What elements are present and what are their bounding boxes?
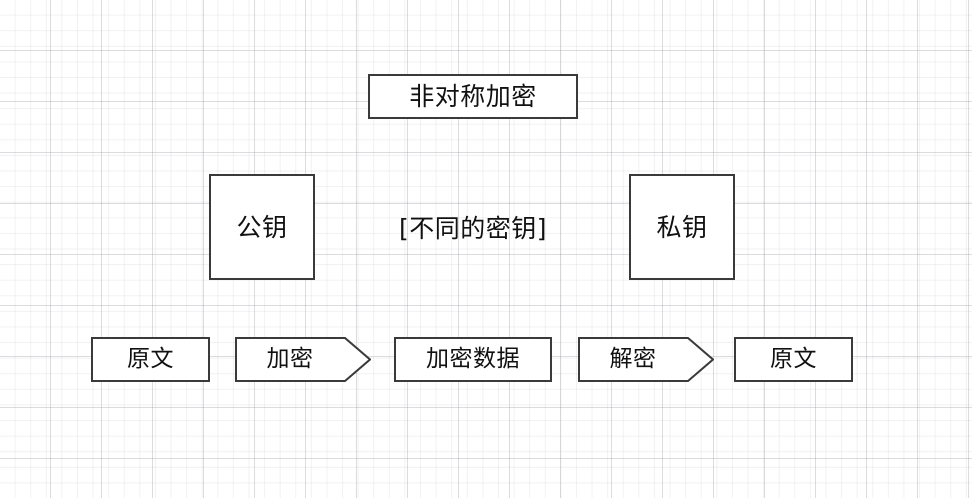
node-encrypt-label-wrap: 加密 — [235, 337, 371, 382]
encrypt-chevron-icon — [235, 337, 371, 382]
different-keys-text: [不同的密钥] — [398, 213, 547, 243]
node-encrypt-label: 加密 — [266, 346, 314, 372]
decrypt-chevron-icon — [578, 337, 714, 382]
node-encrypted-data-label: 加密数据 — [426, 346, 520, 372]
node-encrypt-arrow[interactable]: 加密 — [235, 337, 371, 382]
node-plaintext-input-label: 原文 — [127, 346, 174, 372]
node-plaintext-input[interactable]: 原文 — [91, 337, 210, 382]
node-title-label: 非对称加密 — [409, 82, 537, 111]
node-private-key[interactable]: 私钥 — [629, 174, 735, 280]
label-different-keys: [不同的密钥] — [380, 206, 566, 250]
node-plaintext-output-label: 原文 — [770, 346, 817, 372]
node-decrypt-label: 解密 — [609, 346, 657, 372]
node-encrypted-data[interactable]: 加密数据 — [394, 337, 552, 382]
node-public-key-label: 公钥 — [236, 212, 288, 242]
node-public-key[interactable]: 公钥 — [209, 174, 315, 280]
node-asymmetric-encryption-title[interactable]: 非对称加密 — [368, 74, 578, 119]
node-decrypt-label-wrap: 解密 — [578, 337, 714, 382]
node-decrypt-arrow[interactable]: 解密 — [578, 337, 714, 382]
node-plaintext-output[interactable]: 原文 — [734, 337, 853, 382]
node-private-key-label: 私钥 — [656, 212, 708, 242]
